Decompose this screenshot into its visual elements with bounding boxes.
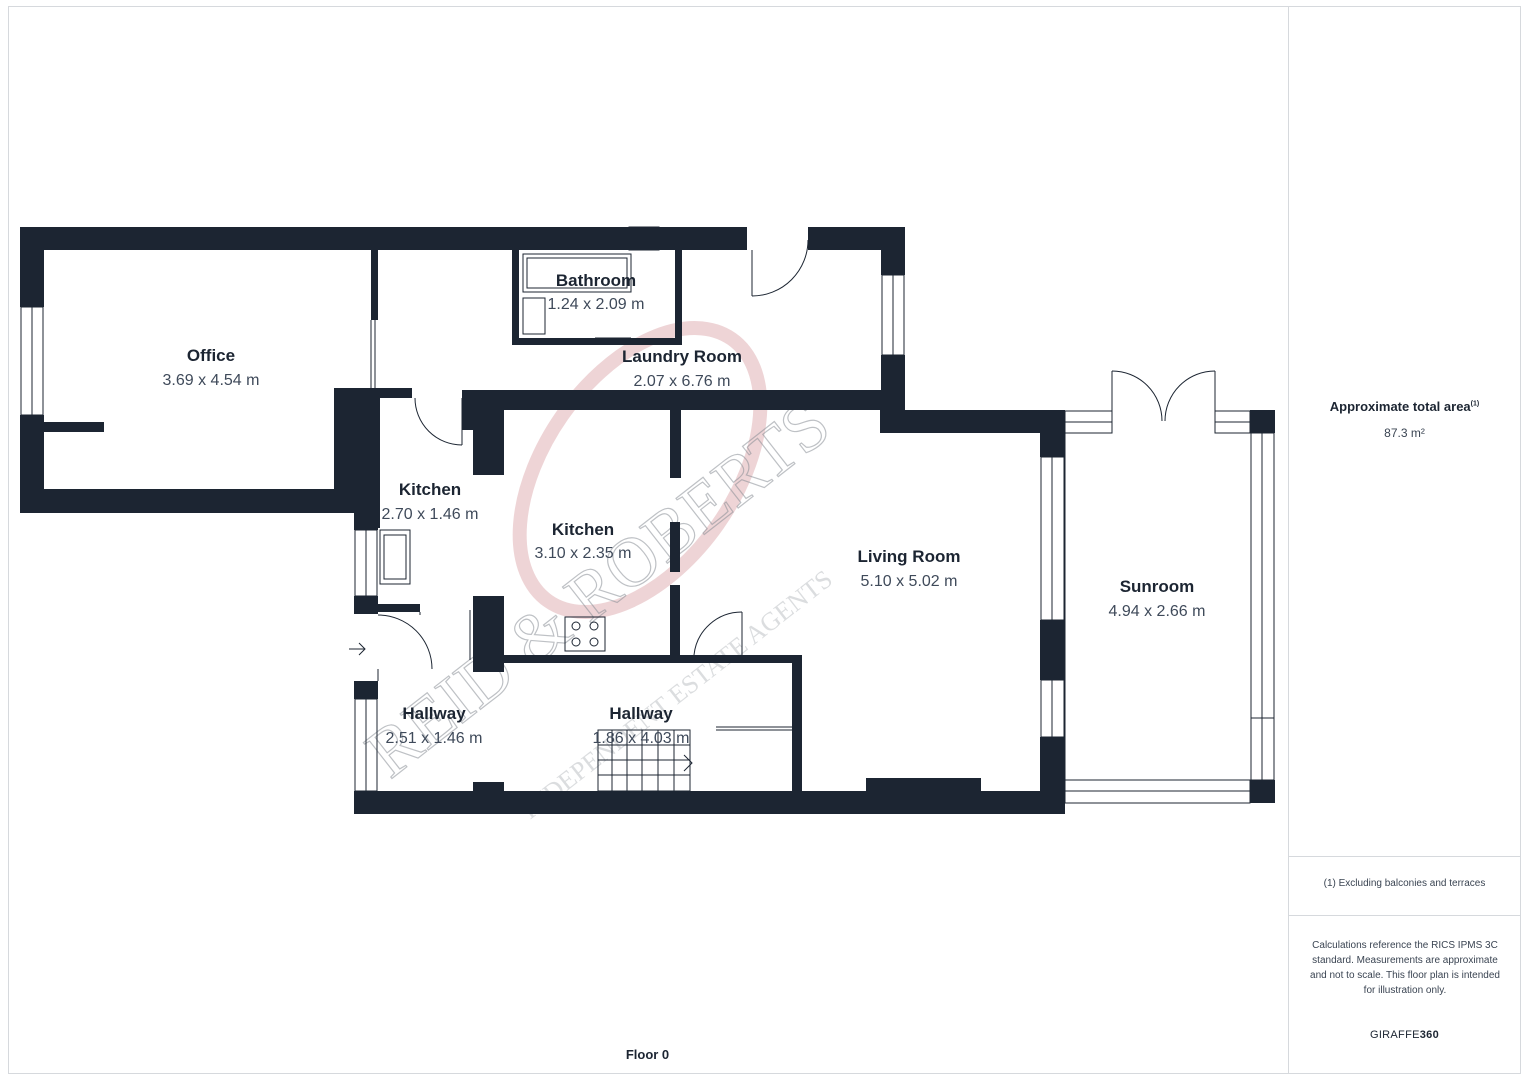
room-dims: 2.07 x 6.76 m (634, 373, 731, 390)
room-name: Kitchen (399, 480, 461, 499)
page-frame (8, 6, 1521, 1074)
total-area-title: Approximate total area(1) (1329, 399, 1480, 414)
staircase (597, 729, 691, 792)
area-footnote: (1) Excluding balconies and terraces (1323, 878, 1486, 889)
sink (379, 529, 411, 585)
total-area-value: 87.3 m² (1384, 426, 1425, 440)
sidebar-divider (1288, 915, 1521, 916)
info-sidebar (1288, 6, 1521, 1074)
toilet (522, 297, 546, 335)
bathtub (522, 253, 632, 293)
brand-logo: GIRAFFE360 (1369, 1029, 1440, 1041)
sidebar-divider (1288, 856, 1521, 857)
room-dims: 1.86 x 4.03 m (593, 730, 690, 747)
total-area-note: (1) (1470, 400, 1480, 408)
room-name: Office (187, 346, 235, 365)
room-dims: 2.70 x 1.46 m (382, 506, 479, 523)
room-name: Laundry Room (622, 347, 742, 366)
room-dims: 5.10 x 5.02 m (861, 573, 958, 590)
watermark-swash (512, 321, 768, 619)
room-name: Hallway (402, 704, 466, 723)
windows (20, 226, 1275, 804)
room-dims: 1.24 x 2.09 m (548, 296, 645, 313)
room-name: Bathroom (556, 271, 636, 290)
doors (377, 239, 1216, 731)
entrance-arrow-icon (349, 642, 366, 656)
room-name: Sunroom (1120, 577, 1195, 596)
room-labels: Office 3.69 x 4.54 m Bathroom 1.24 x 2.0… (163, 271, 1206, 747)
walls (20, 227, 1275, 814)
fixtures (349, 253, 693, 792)
room-name: Living Room (858, 547, 961, 566)
room-dims: 4.94 x 2.66 m (1109, 603, 1206, 620)
room-name: Kitchen (552, 520, 614, 539)
room-dims: 3.10 x 2.35 m (535, 545, 632, 562)
room-dims: 2.51 x 1.46 m (386, 730, 483, 747)
floor-label: Floor 0 (625, 1047, 670, 1062)
disclaimer-text: Calculations reference the RICS IPMS 3C … (1310, 940, 1500, 996)
room-dims: 3.69 x 4.54 m (163, 372, 260, 389)
hob (564, 616, 606, 652)
room-name: Hallway (609, 704, 673, 723)
